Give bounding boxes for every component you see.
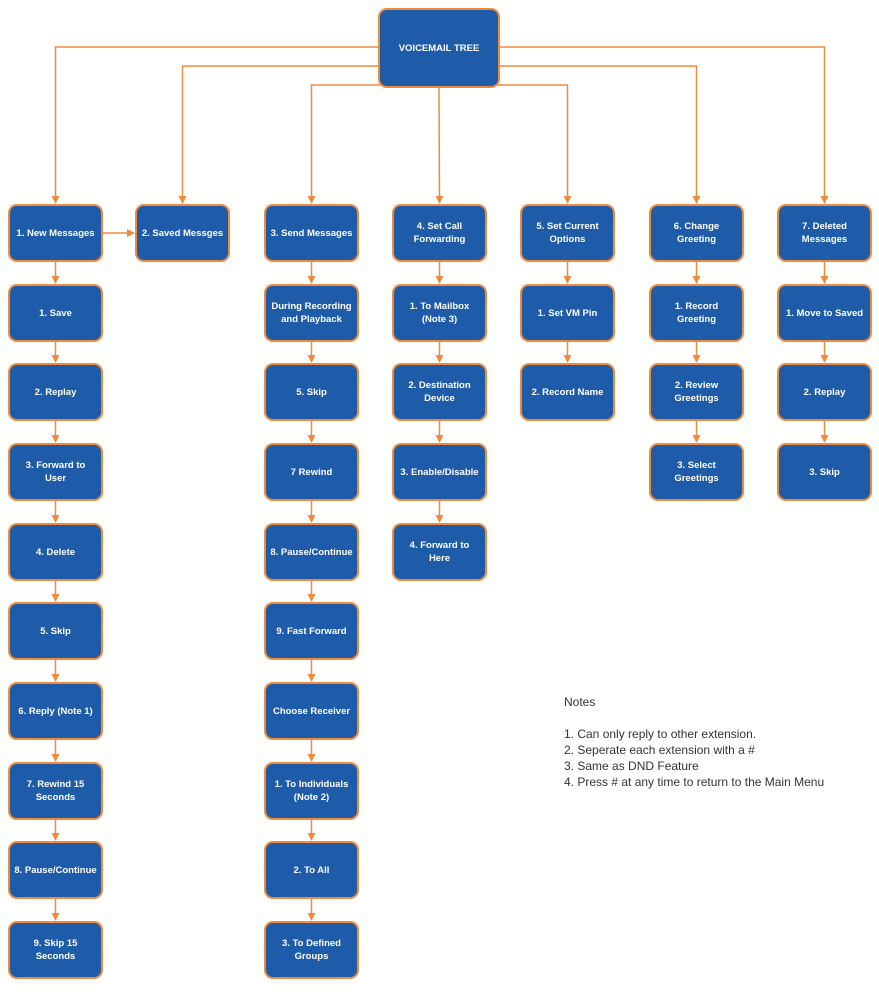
option-node-5-skip: 5. Skip <box>8 602 103 660</box>
menu-node-7-deleted-messages: 7. Deleted Messages <box>777 204 872 262</box>
option-node-2-review-greetings: 2. Review Greetings <box>649 363 744 421</box>
option-node-4-forward-to-here: 4. Forward to Here <box>392 523 487 581</box>
option-node-7-rewind: 7 Rewind <box>264 443 359 501</box>
option-node-1-to-individuals-note-2: 1. To Individuals (Note 2) <box>264 762 359 820</box>
connector-root-col7 <box>500 46 829 204</box>
note-item-2: 2. Seperate each extension with a # <box>564 743 755 757</box>
option-node-1-to-mailbox-note-3: 1. To Mailbox (Note 3) <box>392 284 487 342</box>
connector-root-col2 <box>178 65 378 204</box>
note-item-3: 3. Same as DND Feature <box>564 759 699 773</box>
option-node-3-skip: 3. Skip <box>777 443 872 501</box>
option-node-during-recording-and-playback: During Recording and Playback <box>264 284 359 342</box>
option-node-7-rewind-15-seconds: 7. Rewind 15 Seconds <box>8 762 103 820</box>
connector-root-col4 <box>435 87 444 204</box>
menu-node-3-send-messages: 3. Send Messages <box>264 204 359 262</box>
option-node-9-fast-forward: 9. Fast Forward <box>264 602 359 660</box>
option-node-1-record-greeting: 1. Record Greeting <box>649 284 744 342</box>
connector-root-col5 <box>439 84 572 204</box>
option-node-9-skip-15-seconds: 9. Skip 15 Seconds <box>8 921 103 979</box>
note-item-4: 4. Press # at any time to return to the … <box>564 775 825 789</box>
option-node-8-pause-continue: 8. Pause/Continue <box>264 523 359 581</box>
option-node-1-save: 1. Save <box>8 284 103 342</box>
option-node-3-forward-to-user: 3. Forward to User <box>8 443 103 501</box>
option-node-choose-receiver: Choose Receiver <box>264 682 359 740</box>
notes-title: Notes <box>564 695 596 709</box>
menu-node-4-set-call-forwarding: 4. Set Call Forwarding <box>392 204 487 262</box>
option-node-6-reply-note-1: 6. Reply (Note 1) <box>8 682 103 740</box>
option-node-5-skip: 5. Skip <box>264 363 359 421</box>
option-node-1-move-to-saved: 1. Move to Saved <box>777 284 872 342</box>
notes-panel: Notes 1. Can only reply to other extensi… <box>564 694 864 790</box>
menu-node-5-set-current-options: 5. Set Current Options <box>520 204 615 262</box>
option-node-8-pause-continue: 8. Pause/Continue <box>8 841 103 899</box>
connector-root-col1 <box>51 46 378 204</box>
connector-root-col3 <box>307 84 439 204</box>
menu-node-1-new-messages: 1. New Messages <box>8 204 103 262</box>
option-node-3-select-greetings: 3. Select Greetings <box>649 443 744 501</box>
option-node-3-enable-disable: 3. Enable/Disable <box>392 443 487 501</box>
option-node-3-to-defined-groups: 3. To Defined Groups <box>264 921 359 979</box>
menu-node-6-change-greeting: 6. Change Greeting <box>649 204 744 262</box>
option-node-2-replay: 2. Replay <box>8 363 103 421</box>
option-node-2-destination-device: 2. Destination Device <box>392 363 487 421</box>
option-node-2-record-name: 2. Record Name <box>520 363 615 421</box>
option-node-2-replay: 2. Replay <box>777 363 872 421</box>
option-node-1-set-vm-pin: 1. Set VM Pin <box>520 284 615 342</box>
note-item-1: 1. Can only reply to other extension. <box>564 727 757 741</box>
root-node-voicemail-tree: VOICEMAIL TREE <box>378 8 500 88</box>
option-node-4-delete: 4. Delete <box>8 523 103 581</box>
option-node-2-to-all: 2. To All <box>264 841 359 899</box>
menu-node-2-saved-messges: 2. Saved Messges <box>135 204 230 262</box>
connector-root-col6 <box>500 65 701 204</box>
